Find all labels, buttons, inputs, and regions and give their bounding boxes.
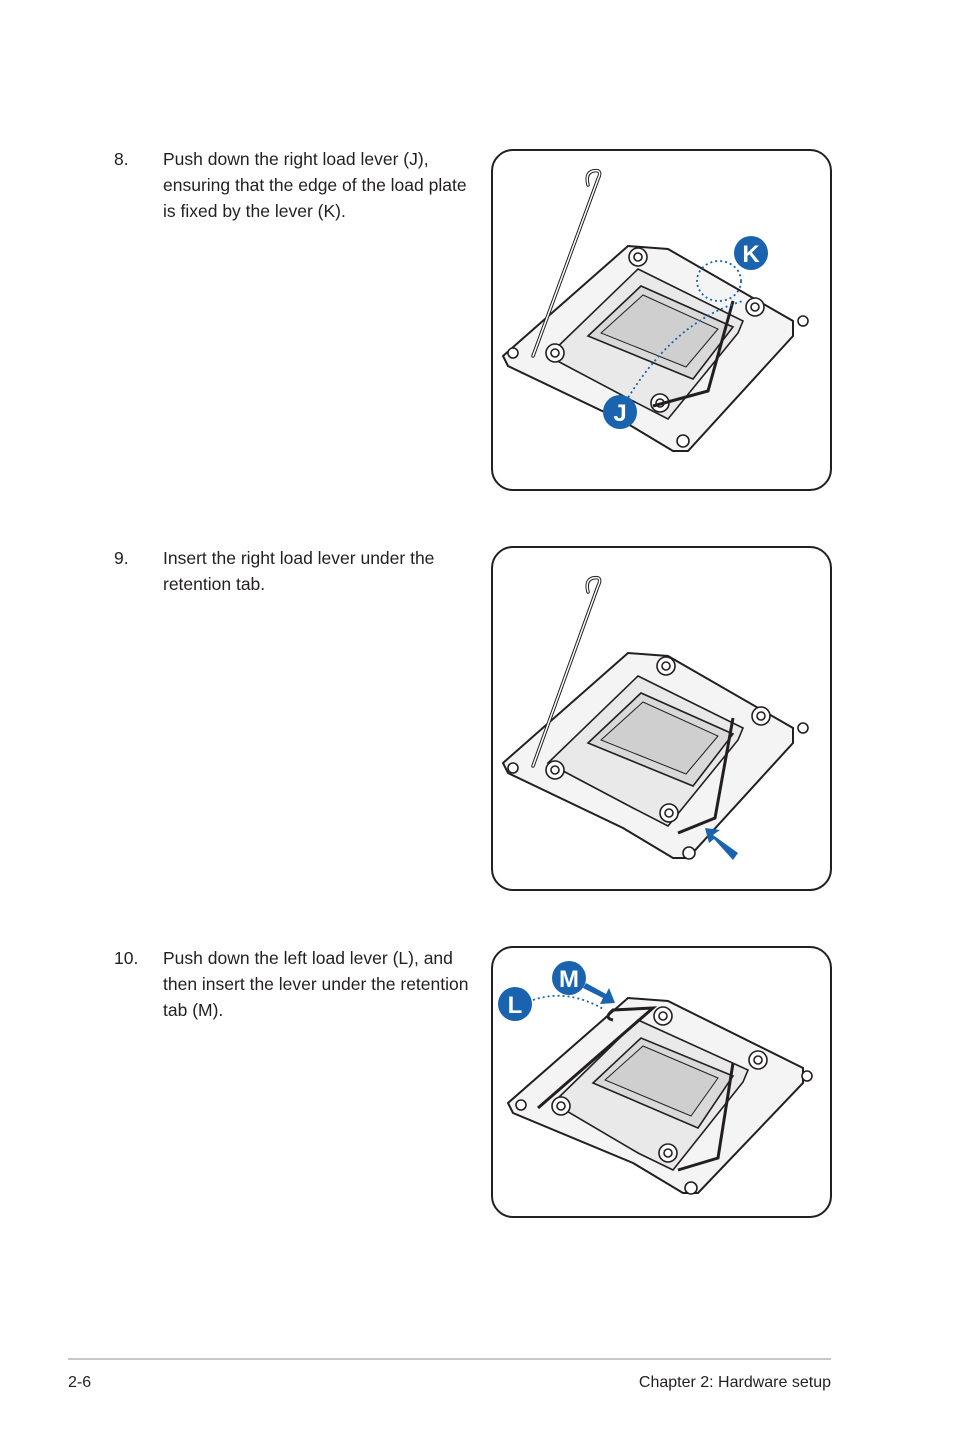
step-text: Push down the left load lever (L), and t… — [163, 948, 469, 1020]
step-text: Insert the right load lever under the re… — [163, 548, 435, 594]
step-number: 8. — [114, 149, 129, 169]
callout-badge-l: L — [498, 987, 532, 1021]
footer-divider — [68, 1358, 831, 1360]
blue-arrow-icon — [705, 828, 738, 860]
figure-step-8: K J — [491, 149, 832, 491]
step-number: 10. — [114, 948, 139, 968]
blue-arrow-icon — [583, 983, 615, 1004]
cpu-socket-illustration — [501, 575, 809, 860]
cpu-socket-illustration: M L — [498, 961, 813, 1195]
chapter-title: Chapter 2: Hardware setup — [638, 1374, 831, 1391]
callout-badge-j: J — [603, 395, 637, 429]
cpu-socket-illustration: K J — [501, 168, 809, 452]
figure-step-10: M L — [491, 946, 832, 1218]
svg-text:J: J — [613, 400, 626, 427]
step-text: Push down the right load lever (J), ensu… — [163, 149, 467, 221]
callout-badge-m: M — [552, 961, 586, 995]
svg-text:K: K — [742, 241, 760, 268]
page-number: 2-6 — [68, 1374, 92, 1391]
svg-text:M: M — [559, 966, 579, 993]
svg-text:L: L — [508, 992, 523, 1019]
step-number: 9. — [114, 548, 129, 568]
callout-badge-k: K — [734, 236, 768, 270]
figure-step-9 — [491, 546, 832, 891]
